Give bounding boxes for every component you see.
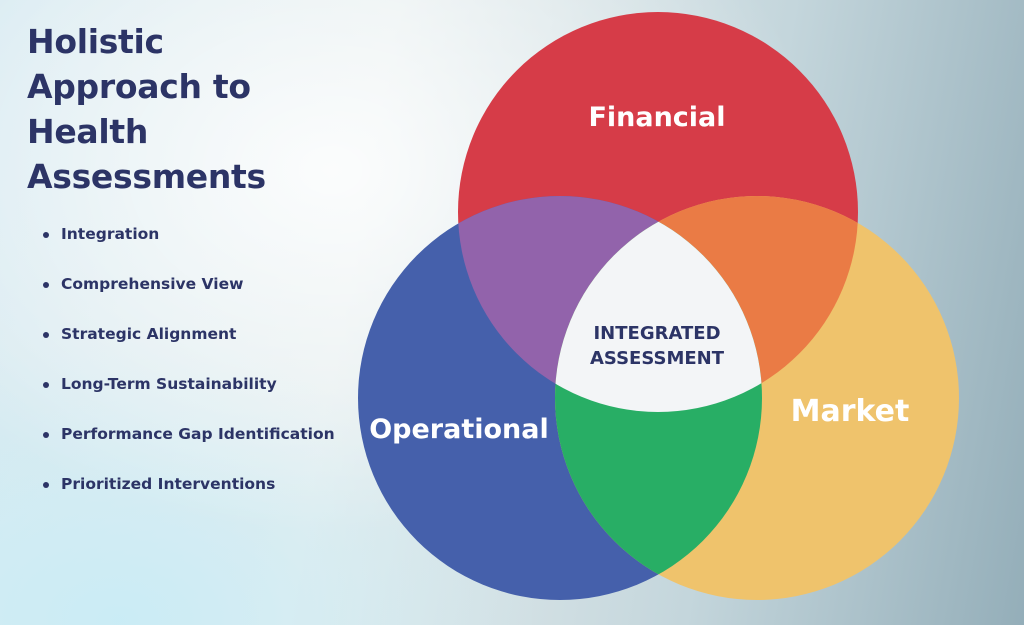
bullet-item: Integration [41, 222, 341, 247]
center-label-line2: ASSESSMENT [590, 348, 725, 369]
bullet-item: Performance Gap Identification [41, 422, 341, 447]
bullet-item: Strategic Alignment [41, 322, 341, 347]
bullet-item: Prioritized Interventions [41, 472, 341, 497]
bullet-item: Comprehensive View [41, 272, 341, 297]
page-title: Holistic Approach to Health Assessments [27, 22, 266, 196]
label-operational: Operational [369, 414, 549, 445]
center-label-line1: INTEGRATED [593, 323, 720, 344]
label-financial: Financial [588, 102, 725, 133]
bullet-list: Integration Comprehensive View Strategic… [41, 222, 341, 522]
label-market: Market [791, 394, 910, 429]
bullet-item: Long-Term Sustainability [41, 372, 341, 397]
